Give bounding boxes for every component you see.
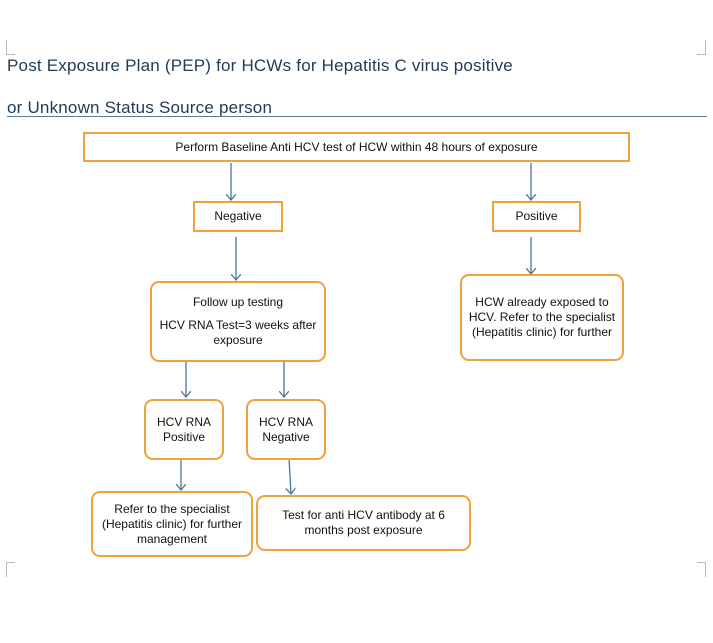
- arrow-rna-negative-to-antibody: [289, 457, 291, 494]
- rna-positive-line-2: Positive: [162, 429, 206, 444]
- rna-positive-box: HCV RNA Positive: [144, 399, 224, 460]
- positive-text: Positive: [515, 209, 558, 223]
- followup-testing-box: Follow up testing HCV RNA Test=3 weeks a…: [150, 281, 326, 362]
- rna-negative-line-2: Negative: [262, 429, 310, 444]
- page-corner-mark: [6, 562, 15, 577]
- followup-title: Follow up testing: [192, 295, 284, 309]
- page-corner-mark: [697, 562, 706, 577]
- refer-specialist-box: Refer to the specialist (Hepatitis clini…: [91, 491, 253, 557]
- page-title-line-2: or Unknown Status Source person: [7, 98, 273, 117]
- rna-positive-line-1: HCV RNA: [156, 414, 211, 429]
- rna-negative-box: HCV RNA Negative: [246, 399, 326, 460]
- baseline-test-box: Perform Baseline Anti HCV test of HCW wi…: [83, 132, 630, 162]
- baseline-test-text: Perform Baseline Anti HCV test of HCW wi…: [175, 139, 538, 154]
- already-exposed-box: HCW already exposed to HCV. Refer to the…: [460, 274, 624, 361]
- title-underline: [7, 116, 707, 117]
- antibody-test-text: Test for anti HCV antibody at 6 months p…: [282, 508, 445, 537]
- page-corner-mark: [6, 40, 15, 55]
- already-exposed-text: HCW already exposed to HCV. Refer to the…: [468, 295, 616, 339]
- antibody-test-box: Test for anti HCV antibody at 6 months p…: [256, 495, 471, 551]
- rna-negative-line-1: HCV RNA: [258, 414, 313, 429]
- negative-box: Negative: [193, 201, 283, 232]
- negative-text: Negative: [214, 209, 262, 223]
- refer-specialist-text: Refer to the specialist (Hepatitis clini…: [101, 501, 243, 546]
- page-corner-mark: [697, 40, 706, 55]
- positive-box: Positive: [492, 201, 581, 232]
- page-title-line-1: Post Exposure Plan (PEP) for HCWs for He…: [7, 56, 513, 75]
- followup-rna-test: HCV RNA Test=3 weeks after exposure: [159, 318, 317, 347]
